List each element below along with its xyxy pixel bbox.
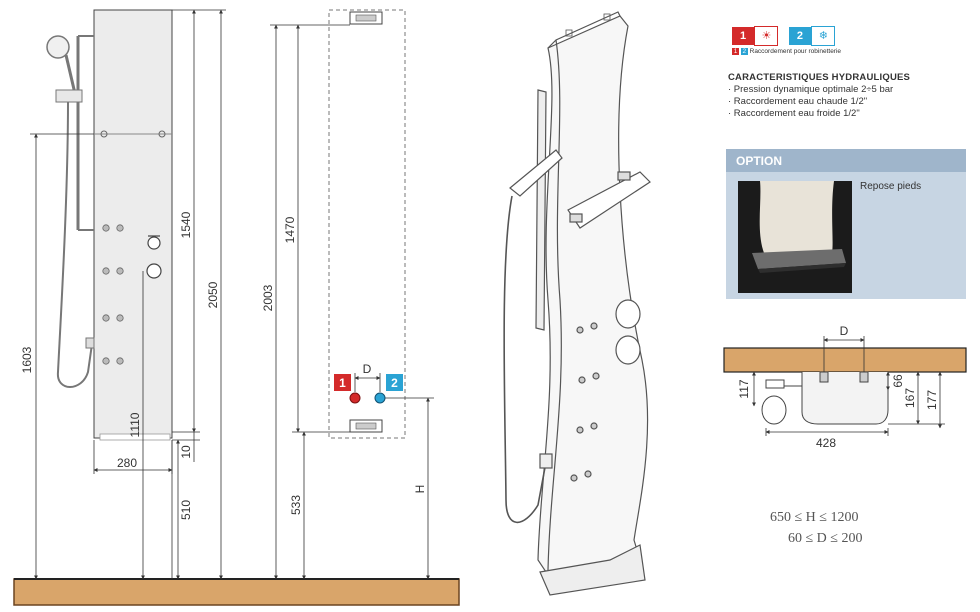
dim-167: 167 xyxy=(903,388,917,408)
front-dimension-labels: 1603 1540 2050 1110 280 10 510 xyxy=(20,211,220,520)
front-dimension-lines xyxy=(30,9,226,580)
dim-428: 428 xyxy=(816,436,836,450)
install-dimension-lines xyxy=(270,24,434,580)
footrest-photo xyxy=(738,181,852,293)
svg-text:1: 1 xyxy=(339,376,346,390)
hydraulic-item: · Pression dynamique optimale 2÷5 bar xyxy=(728,84,894,95)
dim-177: 177 xyxy=(925,390,939,410)
perspective-view xyxy=(503,11,651,596)
legend-note-2: 2 xyxy=(740,48,748,55)
hot-inlet-badge xyxy=(334,374,351,391)
option-header: OPTION xyxy=(726,149,966,172)
svg-text:2: 2 xyxy=(391,376,398,390)
inlet-markers: 1 2 xyxy=(334,374,403,404)
legend-note-text: Raccordement pour robinetterie xyxy=(749,48,842,55)
footrest-photo-drawing xyxy=(738,181,852,293)
hydraulic-specs: CARACTERISTIQUES HYDRAULIQUES · Pression… xyxy=(728,72,978,120)
dim-h: H xyxy=(413,485,427,494)
hand-shower-rail xyxy=(46,35,95,388)
option-caption: Repose pieds xyxy=(860,181,922,192)
dim-1110: 1110 xyxy=(128,412,142,437)
install-dimension-labels: 2003 1470 533 D H xyxy=(261,216,427,515)
dim-280: 280 xyxy=(117,456,137,470)
dim-533: 533 xyxy=(289,495,303,515)
hydraulic-title: CARACTERISTIQUES HYDRAULIQUES xyxy=(728,72,911,83)
legend-note-1: 1 xyxy=(732,48,739,55)
snowflake-icon: ❄ xyxy=(811,26,836,46)
option-panel: OPTION Repose pieds xyxy=(726,149,966,299)
hydraulic-item: · Raccordement eau chaude 1/2" xyxy=(728,96,868,107)
inlet-legend: 1 ☀ 2 ❄ 1 2 Raccordement pour robinetter… xyxy=(732,26,972,55)
d-range-formula: 60 ≤ D ≤ 200 xyxy=(788,531,863,546)
hydraulic-item: · Raccordement eau froide 1/2" xyxy=(728,108,860,119)
dim-66: 66 xyxy=(891,374,905,388)
hot-water-badge: 1 xyxy=(732,27,754,45)
dim-d: D xyxy=(363,362,372,376)
top-view-wall xyxy=(723,347,967,373)
h-range-formula: 650 ≤ H ≤ 1200 xyxy=(770,510,859,525)
dim-510: 510 xyxy=(179,500,193,520)
dim-1470: 1470 xyxy=(283,216,297,243)
dim-10: 10 xyxy=(179,445,193,459)
legend-note: 1 2 Raccordement pour robinetterie xyxy=(732,48,972,55)
body-jets xyxy=(102,224,124,365)
cold-water-badge: 2 xyxy=(788,27,811,45)
dim-1603: 1603 xyxy=(20,346,34,373)
cold-inlet-badge xyxy=(386,374,403,391)
top-dimension-lines xyxy=(752,336,945,436)
dim-top-d: D xyxy=(840,324,849,338)
hot-inlet xyxy=(349,392,361,404)
top-dimension-labels: D 117 66 167 177 428 xyxy=(737,324,939,450)
install-outline xyxy=(328,9,406,439)
dim-117: 117 xyxy=(737,379,751,398)
dim-2003: 2003 xyxy=(261,284,275,311)
dim-1540: 1540 xyxy=(179,211,193,238)
sun-wave-icon: ☀ xyxy=(754,26,779,46)
mixer-valves xyxy=(146,235,162,279)
top-view-body xyxy=(761,371,889,425)
cold-inlet xyxy=(374,392,386,404)
dim-2050: 2050 xyxy=(206,281,220,308)
front-view-column xyxy=(93,9,173,441)
floor-slab xyxy=(13,578,460,606)
